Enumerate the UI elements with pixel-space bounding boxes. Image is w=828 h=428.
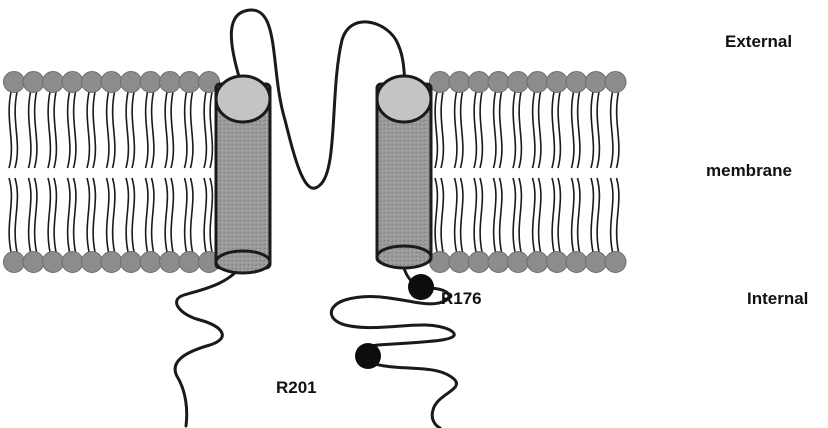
internal-label: Internal	[747, 289, 808, 309]
helix-left-top-cap	[216, 76, 270, 122]
lipid-head-inner	[508, 252, 529, 273]
lipid-head-inner	[547, 252, 568, 273]
membrane-label: membrane	[706, 161, 792, 181]
lipid-tail	[494, 92, 502, 252]
lipid-head-inner	[4, 252, 25, 273]
lipid-tail	[48, 92, 56, 252]
lipid-tail	[204, 92, 212, 252]
helix-left-bottom-cap	[216, 251, 270, 273]
lipid-tail	[591, 92, 599, 252]
lipid-tail	[474, 92, 482, 252]
lipid-head-outer	[566, 72, 587, 93]
lipid-head-outer	[430, 72, 451, 93]
lipid-head-outer	[82, 72, 103, 93]
lipid-head-inner	[179, 252, 200, 273]
lipid-tail	[107, 92, 115, 252]
lipid-head-inner	[605, 252, 626, 273]
lipid-head-inner	[586, 252, 607, 273]
lipid-head-outer	[469, 72, 490, 93]
lipid-head-outer	[101, 72, 122, 93]
lipid-tail	[146, 92, 154, 252]
lipid-tail	[126, 92, 134, 252]
lipid-head-outer	[586, 72, 607, 93]
lipid-head-inner	[449, 252, 470, 273]
external-label: External	[725, 32, 792, 52]
lipid-tail	[513, 92, 521, 252]
n-terminal-tail	[175, 262, 244, 426]
lipid-head-outer	[547, 72, 568, 93]
lipid-tail	[572, 92, 580, 252]
lipid-head-inner	[121, 252, 142, 273]
helix-right-bottom-cap	[377, 246, 431, 268]
lipid-bilayer-right	[430, 72, 627, 273]
lipid-head-outer	[121, 72, 142, 93]
lipid-tail	[185, 92, 193, 252]
lipid-bilayer-left	[4, 72, 220, 273]
lipid-head-inner	[469, 252, 490, 273]
intracellular-loop	[331, 258, 456, 428]
lipid-head-inner	[160, 252, 181, 273]
residue-r201-dot	[355, 343, 381, 369]
residue-r201-label: R201	[276, 378, 317, 397]
lipid-head-outer	[527, 72, 548, 93]
residue-r176-label: R176	[441, 289, 482, 308]
lipid-head-inner	[23, 252, 44, 273]
lipid-tail	[68, 92, 76, 252]
helix-right	[377, 76, 431, 268]
lipid-head-outer	[23, 72, 44, 93]
lipid-head-outer	[605, 72, 626, 93]
lipid-head-inner	[140, 252, 161, 273]
lipid-head-inner	[82, 252, 103, 273]
lipid-tail	[552, 92, 560, 252]
lipid-head-inner	[43, 252, 64, 273]
lipid-head-inner	[527, 252, 548, 273]
lipid-head-outer	[179, 72, 200, 93]
lipid-head-inner	[430, 252, 451, 273]
lipid-tail	[611, 92, 619, 252]
lipid-head-outer	[508, 72, 529, 93]
lipid-head-outer	[488, 72, 509, 93]
lipid-head-inner	[488, 252, 509, 273]
lipid-head-inner	[62, 252, 83, 273]
lipid-head-outer	[43, 72, 64, 93]
lipid-tail	[165, 92, 173, 252]
lipid-tail	[29, 92, 37, 252]
lipid-head-outer	[4, 72, 25, 93]
lipid-head-outer	[140, 72, 161, 93]
lipid-tail	[9, 92, 17, 252]
helix-left	[216, 76, 270, 273]
lipid-head-inner	[566, 252, 587, 273]
residue-r176-dot	[408, 274, 434, 300]
lipid-tail	[455, 92, 463, 252]
lipid-head-outer	[449, 72, 470, 93]
lipid-head-outer	[62, 72, 83, 93]
lipid-tail	[533, 92, 541, 252]
lipid-tail	[435, 92, 443, 252]
helix-right-top-cap	[377, 76, 431, 122]
lipid-head-inner	[101, 252, 122, 273]
lipid-tail	[87, 92, 95, 252]
lipid-head-outer	[160, 72, 181, 93]
